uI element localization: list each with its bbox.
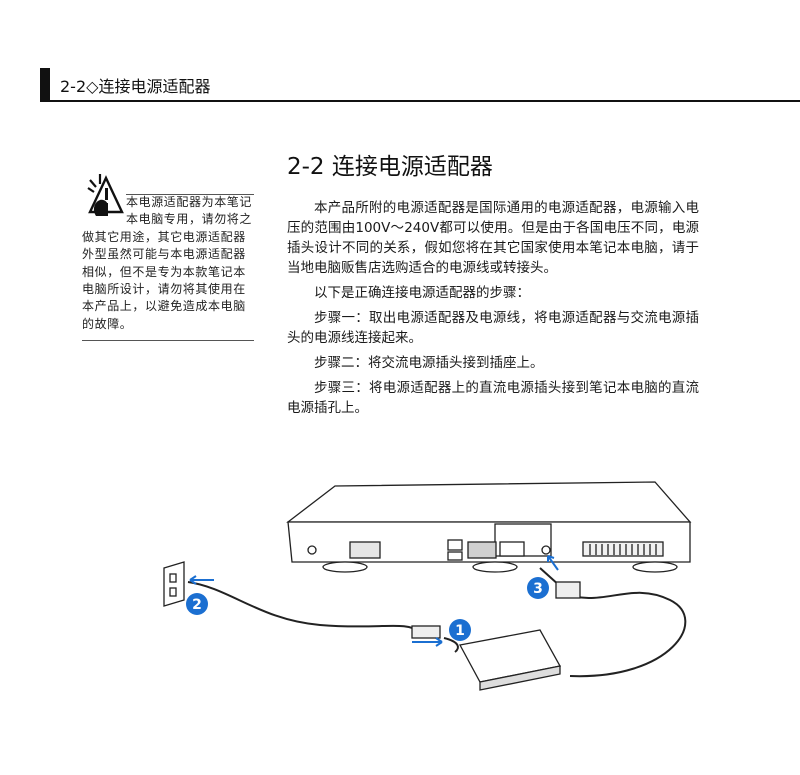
- section-header: 2-2◇连接电源适配器: [60, 77, 211, 96]
- step-badge-1: 1: [449, 619, 471, 641]
- note-bottom-rule: [82, 340, 254, 341]
- svg-text:2: 2: [192, 597, 202, 613]
- wall-outlet: [163, 561, 185, 607]
- power-cables: [187, 567, 687, 678]
- step-2-text: 步骤二：将交流电源插头接到插座上。: [314, 355, 544, 371]
- page-title: 2-2 连接电源适配器: [287, 154, 493, 180]
- connection-illustration: 1 2 3: [163, 481, 692, 691]
- laptop-drawing: [286, 481, 692, 573]
- step-1-text: 步骤一：取出电源适配器及电源线，将电源适配器与交流电源插头的电源线连接起来。: [287, 310, 699, 346]
- step-badge-2: 2: [186, 593, 208, 615]
- caution-hand-icon: [87, 174, 124, 216]
- svg-text:3: 3: [533, 581, 543, 597]
- steps-intro: 以下是正确连接电源适配器的步骤：: [314, 285, 530, 301]
- note-top-rule: [126, 194, 254, 195]
- step-3-text: 步骤三：将电源适配器上的直流电源插头接到笔记本电脑的直流电源插孔上。: [287, 380, 699, 416]
- svg-text:1: 1: [455, 623, 465, 639]
- intro-paragraph: 本产品所附的电源适配器是国际通用的电源适配器，电源输入电压的范围由100V～24…: [287, 200, 699, 276]
- note-text: 本电源适配器为本笔记本电脑专用，请勿将之做其它用途，其它电源适配器外型虽然可能与…: [82, 195, 253, 331]
- section-marker-bar: [40, 68, 50, 102]
- step-badge-3: 3: [527, 577, 549, 599]
- body-text: 本产品所附的电源适配器是国际通用的电源适配器，电源输入电压的范围由100V～24…: [287, 198, 699, 423]
- power-adapter: [411, 581, 581, 691]
- header-rule: [40, 100, 800, 102]
- step-arrows: [189, 555, 559, 647]
